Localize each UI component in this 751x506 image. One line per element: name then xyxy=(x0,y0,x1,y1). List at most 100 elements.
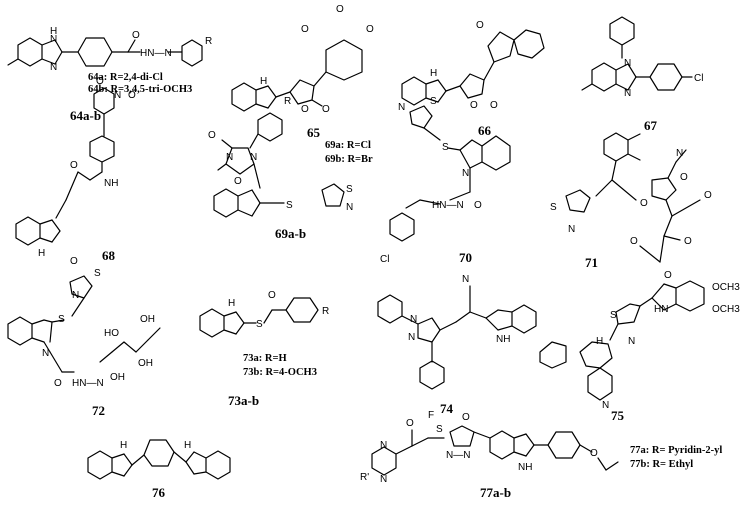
atom-o-77c: O xyxy=(590,448,598,459)
compound-76-structure xyxy=(87,439,231,480)
atom-n-69a: N xyxy=(250,152,257,163)
atom-s-75: S xyxy=(610,310,617,321)
atom-r-64: R xyxy=(205,36,212,47)
atom-o-66c: O xyxy=(490,100,498,111)
compound-77-structure xyxy=(371,425,619,476)
sub-64b: 64b: R=3,4,5-tri-OCH3 xyxy=(88,84,192,95)
atom-s-69: S xyxy=(286,200,293,211)
atom-o-77a: O xyxy=(406,418,414,429)
atom-n-69c: N xyxy=(346,202,353,213)
label-72: 72 xyxy=(92,403,105,418)
atom-o-65e: O xyxy=(322,104,330,115)
atom-o-68b: O xyxy=(128,90,136,101)
atom-n-74a: N xyxy=(462,274,469,285)
label-67: 67 xyxy=(644,118,658,133)
atom-n-77a: N xyxy=(380,440,387,451)
atom-ome-75a: OCH3 xyxy=(712,282,740,293)
atom-n-74b: N xyxy=(408,332,415,343)
atom-o-65a: O xyxy=(336,4,344,15)
compound-73-structure xyxy=(199,297,319,338)
atom-h-75: H xyxy=(596,336,603,347)
compound-69-structure xyxy=(213,112,345,218)
atom-o-68d: O xyxy=(70,256,78,267)
compound-68-structure xyxy=(15,87,115,246)
atom-s-70b: S xyxy=(442,142,449,153)
atom-o-65b: O xyxy=(301,24,309,35)
atom-n-75: N xyxy=(628,336,635,347)
atom-n-71a: N xyxy=(676,148,683,159)
atom-o-73: O xyxy=(268,290,276,301)
atom-n-67a: N xyxy=(624,58,631,69)
compound-66-structure xyxy=(401,29,545,106)
atom-h-65: H xyxy=(260,76,267,87)
atom-s-71: S xyxy=(550,202,557,213)
atom-o-71f: O xyxy=(664,270,672,281)
label-77: 77a-b xyxy=(480,485,511,500)
atom-n-71b: N xyxy=(568,224,575,235)
compound-72-structure xyxy=(7,275,161,373)
compound-64-structure xyxy=(7,37,203,67)
atom-n-77b: N xyxy=(380,474,387,485)
atom-h-68: H xyxy=(38,248,45,259)
label-66: 66 xyxy=(478,123,492,138)
atom-s-70a: S xyxy=(430,96,437,107)
atom-o-71b: O xyxy=(640,198,648,209)
atom-o-69b: O xyxy=(234,176,242,187)
atom-s-69b: S xyxy=(346,184,353,195)
atom-o-66b: O xyxy=(470,100,478,111)
atom-o-64: O xyxy=(132,30,140,41)
compound-70-structure xyxy=(389,105,511,242)
atom-rp-77: R' xyxy=(360,472,369,483)
compound-71-structure xyxy=(565,132,701,263)
atom-nh-77: NH xyxy=(518,462,532,473)
sub-77b: 77b: R= Ethyl xyxy=(630,459,693,470)
atom-o-71c: O xyxy=(704,190,712,201)
atom-n-64a: N xyxy=(50,34,57,45)
atom-o-71d: O xyxy=(684,236,692,247)
atom-s-73: S xyxy=(256,319,263,330)
atom-ome-75b: OCH3 xyxy=(712,304,740,315)
atom-o-71a: O xyxy=(680,172,688,183)
atom-oh-72d: OH xyxy=(110,372,125,383)
atom-n-72b: N xyxy=(42,348,49,359)
atom-s-77: S xyxy=(436,424,443,435)
atom-h-73: H xyxy=(228,298,235,309)
atom-n-64b: N xyxy=(50,62,57,73)
atom-n-70a: N xyxy=(398,102,405,113)
atom-o-71e: O xyxy=(630,236,638,247)
label-74: 74 xyxy=(440,401,454,416)
atom-r-73: R xyxy=(322,306,329,317)
atom-hnn-72: HN—N xyxy=(72,378,104,389)
atom-oh-72c: OH xyxy=(138,358,153,369)
atom-nh-68: NH xyxy=(104,178,118,189)
atom-o-68a: O xyxy=(96,76,104,87)
atom-s-72b: S xyxy=(58,314,65,325)
sub-73a: 73a: R=H xyxy=(243,353,287,364)
atom-n-72a: N xyxy=(72,290,79,301)
atom-n-69b: N xyxy=(226,152,233,163)
atom-n-70b: N xyxy=(462,168,469,179)
label-71: 71 xyxy=(585,255,598,270)
atom-nh-64: H xyxy=(50,26,57,37)
atom-s-72a: S xyxy=(94,268,101,279)
sub-77a: 77a: R= Pyridin-2-yl xyxy=(630,445,722,456)
atom-o-65c: O xyxy=(366,24,374,35)
compound-65-structure xyxy=(231,39,363,112)
atom-n-67b: N xyxy=(624,88,631,99)
label-75: 75 xyxy=(611,408,625,423)
atom-o-72: O xyxy=(54,378,62,389)
atom-n-68: N xyxy=(114,90,121,101)
atom-n-74c: N xyxy=(410,314,417,325)
atom-hnn-70: HN—N xyxy=(432,200,464,211)
atom-cl-67: Cl xyxy=(694,73,703,84)
atom-f-74: F xyxy=(428,410,434,421)
atom-npy-75: N xyxy=(602,400,609,411)
atom-h-76a: H xyxy=(120,440,127,451)
atom-o-69a: O xyxy=(208,130,216,141)
atom-o-65d: O xyxy=(301,104,309,115)
label-73: 73a-b xyxy=(228,393,259,408)
sub-64a: 64a: R=2,4-di-Cl xyxy=(88,72,163,83)
label-68: 68 xyxy=(102,248,116,263)
label-65: 65 xyxy=(307,125,321,140)
